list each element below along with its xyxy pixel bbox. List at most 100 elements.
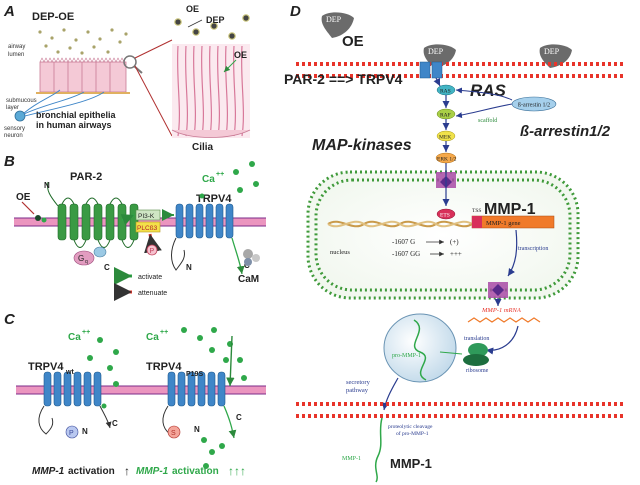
oe-label-b: OE: [16, 192, 31, 203]
oe-ligand: [35, 215, 41, 221]
phospho-site: [146, 244, 158, 256]
cam-label: CaM: [238, 274, 259, 285]
panel-c: C P N C TRPV4 wt Ca ++ S N: [4, 311, 266, 478]
gq-protein: [73, 250, 95, 266]
activate-legend: activate: [138, 274, 162, 281]
activation-up-p19s-icon: ↑↑↑: [228, 464, 246, 478]
mmp1-activation-wt-text: activation: [68, 466, 115, 477]
ca-label-b: Ca: [202, 174, 215, 185]
scaffold-label: scaffold: [478, 117, 497, 124]
magnifier-icon: [123, 55, 137, 69]
plcb3-box: [135, 221, 161, 233]
trpv4-channel-b: [175, 203, 234, 239]
oe-label-a1: OE: [186, 4, 199, 14]
oe-label-d: OE: [342, 33, 364, 50]
n-label-p19s: N: [194, 425, 200, 434]
mmp1-activation-p19s-gene: MMP-1: [136, 466, 169, 477]
mrna-label: MMP-1 mRNA: [481, 307, 521, 314]
par2-trpv4-label: PAR-2 ==> TRPV4: [284, 71, 403, 87]
par2-label: PAR-2: [70, 171, 102, 183]
tss-label: TSS: [472, 208, 481, 214]
secretory-vesicle: [383, 313, 457, 383]
calcium-ions-c-left: [87, 337, 119, 409]
mrna-strand: [467, 317, 541, 323]
ca-sup-c-left: ++: [82, 329, 90, 336]
cleavage-label-2: of pro-MMP-1: [396, 430, 429, 437]
ca-sup-b: ++: [216, 171, 224, 178]
mmp1-final-label: MMP-1: [390, 456, 432, 471]
g1607-label: -1607 G: [392, 238, 415, 246]
secretory-label-1: secretory: [346, 379, 371, 386]
ets-label: ETS: [440, 213, 450, 219]
dep-label-d1: DEP: [326, 15, 342, 24]
n-label-wt: N: [82, 427, 88, 436]
mmp1-protein: [374, 417, 383, 483]
par2-receptor: [57, 203, 139, 241]
c-label-p19s: C: [236, 413, 242, 422]
lower-membrane-d: [296, 402, 624, 418]
trpv4-p19s-label: TRPV4: [146, 361, 182, 373]
wt-sub-label: wt: [65, 369, 74, 376]
n-label-par2: N: [44, 181, 50, 190]
attenuate-legend: attenuate: [138, 290, 167, 297]
c-label-wt: C: [112, 419, 118, 428]
plasma-membrane-d: [296, 62, 624, 78]
dep-label-a: DEP: [206, 15, 225, 25]
trpv4-wt-channel: [43, 371, 102, 407]
ets-node: [436, 208, 456, 220]
p19s-sub-label: P19S: [186, 371, 203, 378]
dep-particle-3: [539, 44, 572, 68]
epithelia-label-2: in human airways: [36, 120, 112, 130]
sensory-neuron: [14, 89, 105, 122]
calcium-ions-b: [199, 161, 259, 199]
secretory-label-2: pathway: [346, 387, 369, 394]
plus1-label: (+): [450, 238, 459, 246]
dep-label-d3: DEP: [544, 47, 560, 56]
g-label: G: [78, 254, 84, 263]
mmp1-activation-p19s-text: activation: [172, 466, 219, 477]
translation-label: translation: [464, 336, 489, 342]
dep-particles: [174, 14, 250, 40]
membrane-c: [16, 386, 266, 394]
gg1607-label: -1607 GG: [392, 250, 420, 258]
nucleus-envelope: [306, 170, 580, 300]
p-label-b: P: [150, 248, 155, 255]
lumen-particles: [38, 28, 128, 55]
raf-label: RAF: [440, 113, 451, 119]
beta-arrestin-label: ß-arrestin1/2: [520, 123, 611, 140]
beta-arrestin-node: [511, 96, 557, 112]
trpv4-label-b: TRPV4: [196, 193, 232, 205]
plus3-label: +++: [450, 250, 462, 258]
panel-b-label: B: [4, 153, 15, 170]
nucleus-label: nucleus: [330, 249, 350, 256]
ras-small-label: RAS: [440, 89, 451, 95]
panel-c-label: C: [4, 311, 16, 328]
erk-label: ERK 1/2: [437, 157, 457, 163]
mmp1-big-label: MMP-1: [484, 201, 536, 218]
g-sub-label: q: [85, 259, 88, 265]
cilia-label: Cilia: [192, 142, 214, 153]
map-kinases-label: MAP-kinases: [312, 137, 412, 154]
trpv4-wt-label: TRPV4: [28, 361, 64, 373]
beta-arrestin-small-label: ß-arrestin 1/2: [518, 102, 550, 109]
ca-label-c-right: Ca: [146, 332, 159, 343]
panel-d-label: D: [290, 3, 301, 20]
s-label-c: S: [171, 430, 176, 437]
mmp1-small-label: MMP-1: [342, 456, 361, 462]
c-label-par2: C: [104, 263, 110, 272]
epithelia-label-1: bronchial epithelia: [36, 110, 117, 120]
nuclear-pore-bottom: [488, 282, 508, 298]
airway-lumen-label-2: lumen: [8, 52, 24, 58]
ca-label-c-left: Ca: [68, 332, 81, 343]
cleavage-label-1: proteolytic cleavage: [388, 424, 433, 430]
dep-oe-title: DEP-OE: [32, 11, 74, 23]
ribosome-icon: [463, 343, 489, 366]
activation-up-wt-icon: ↑: [124, 464, 130, 478]
ras-label: RAS: [470, 81, 507, 100]
panel-b: B N PAR-2 OE G q C PI3-K PLCß3: [4, 153, 266, 301]
dep-label-d2: DEP: [428, 47, 444, 56]
transcription-label: transcription: [518, 246, 548, 252]
submucous-label-2: layer: [6, 105, 19, 111]
epithelial-cells: [36, 57, 130, 94]
panel-a: A DEP-OE airway lumen submucous: [3, 3, 251, 153]
